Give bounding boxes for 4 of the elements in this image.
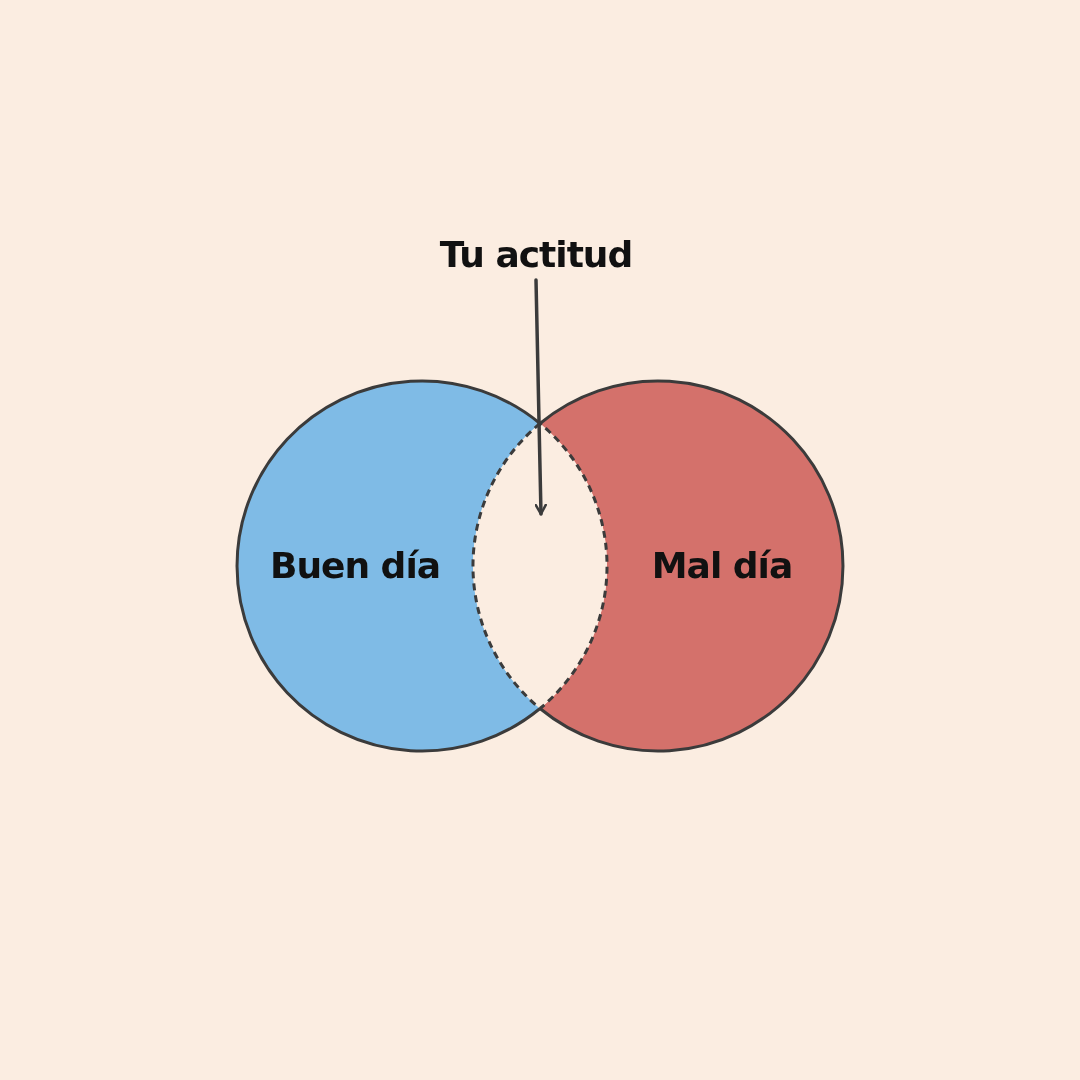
region-label: Mal día	[651, 544, 793, 586]
heading-label: Tu actitud	[439, 233, 633, 275]
region-label: Buen día	[269, 544, 441, 586]
arrow	[534, 278, 547, 516]
